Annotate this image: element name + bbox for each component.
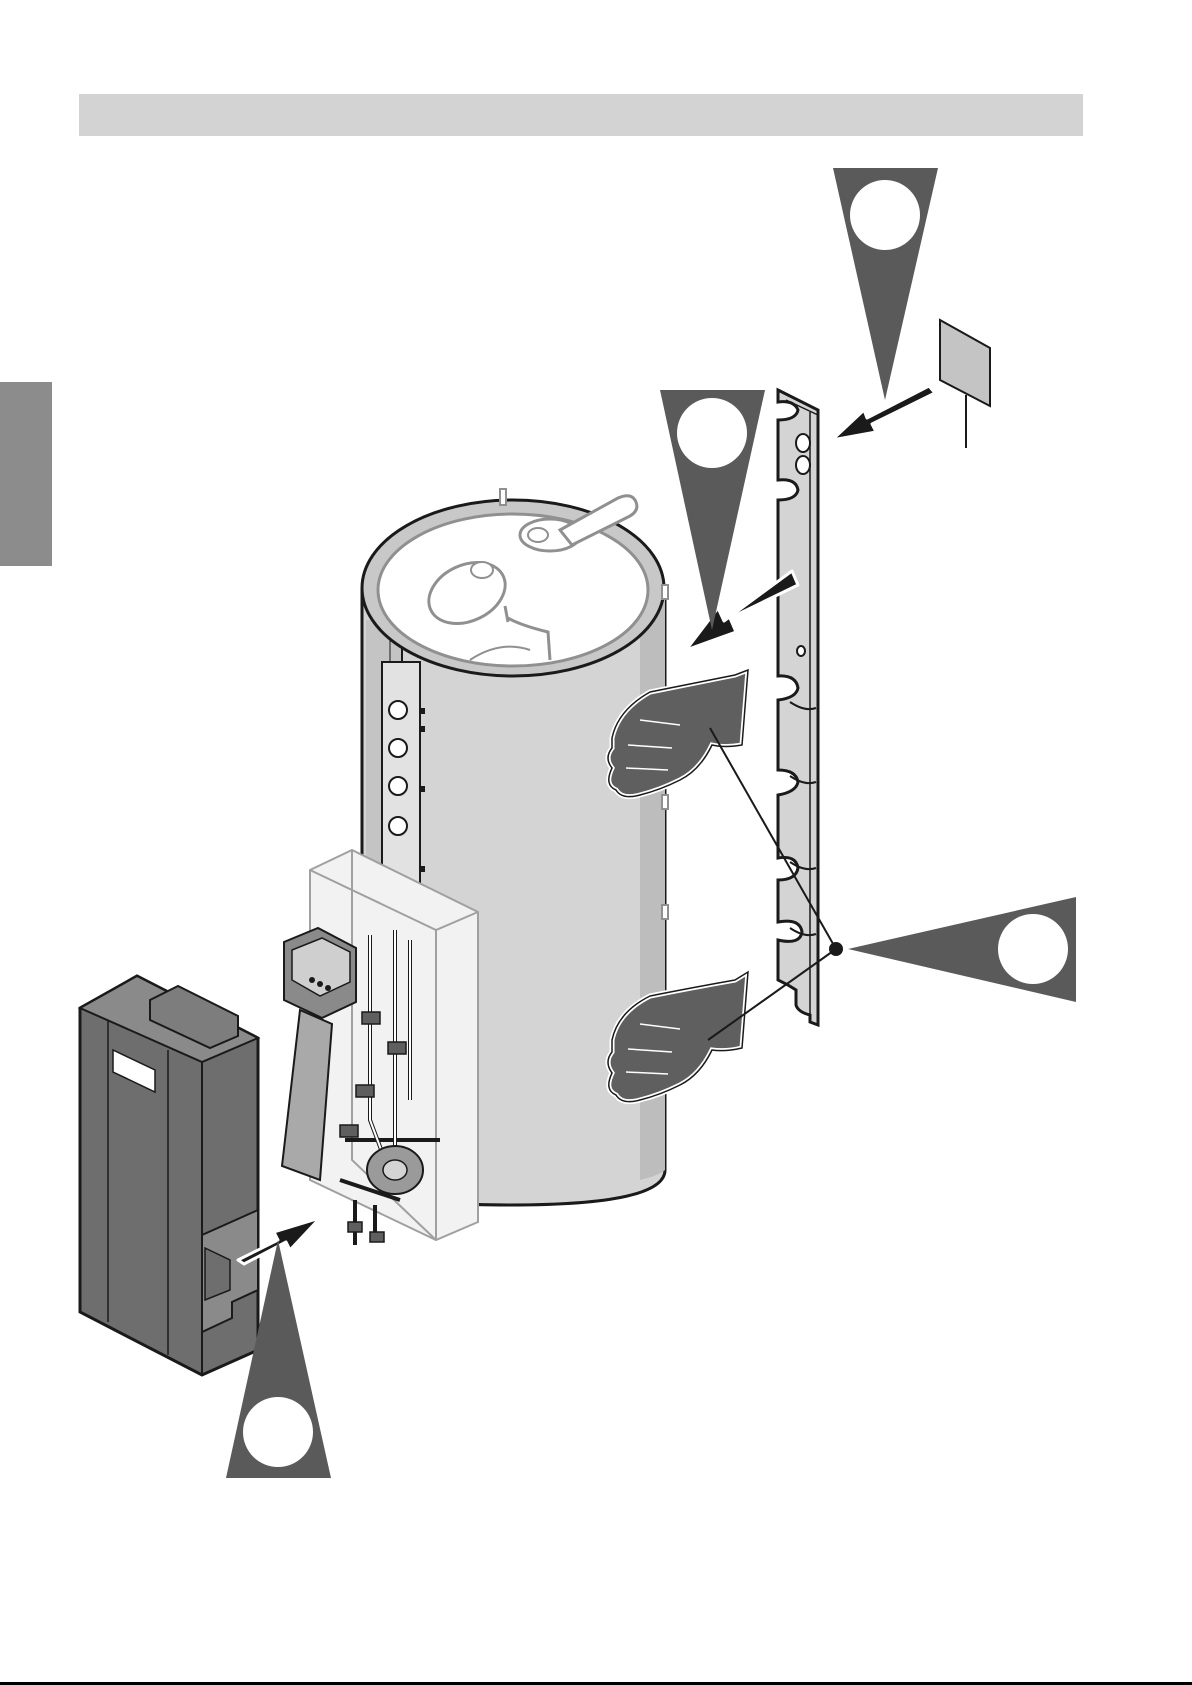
step-marker-right [848,897,1076,1002]
hydraulic-unit [282,850,478,1245]
arrow-into-wall-bracket [832,386,935,440]
wall-bracket-rail [778,390,818,1025]
front-cover [80,976,258,1375]
step-marker-middle [660,390,765,630]
wall-plate [940,320,990,448]
step-marker-top-right [833,168,938,400]
